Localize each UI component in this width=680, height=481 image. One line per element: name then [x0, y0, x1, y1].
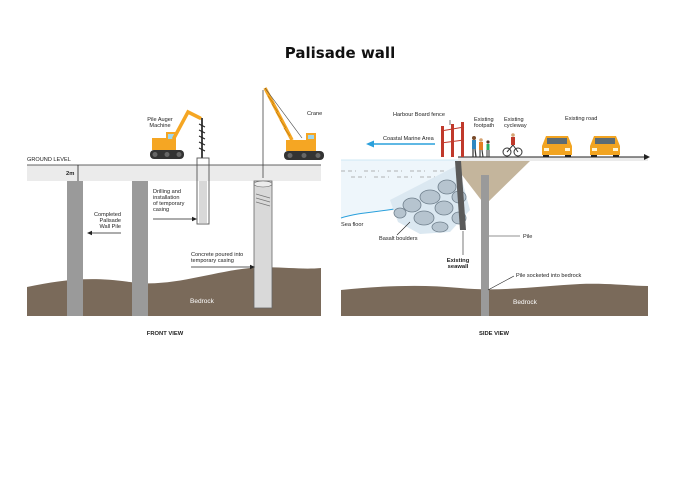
front-bedrock-label: Bedrock [190, 298, 215, 305]
fill-soil [458, 161, 530, 205]
pedestrians [472, 136, 490, 158]
sea-floor-label: Sea floor [341, 222, 364, 228]
side-bedrock-label: Bedrock [513, 299, 538, 306]
crane-label: Crane [307, 111, 322, 117]
completed-pile-label-3: Wall Pile [99, 224, 121, 230]
drilling-label-1: Drilling and [153, 189, 181, 195]
depth-marker-label: 2m [66, 171, 74, 177]
front-view-caption: FRONT VIEW [147, 331, 184, 337]
pile-auger-label-2: Machine [149, 123, 170, 129]
crane-boom [263, 87, 294, 141]
completed-pile-1 [67, 181, 83, 316]
pile-label: Pile [523, 234, 532, 240]
completed-pile-2 [132, 181, 148, 316]
coastal-marine-label: Coastal Marine Area [383, 136, 435, 142]
concrete-arrowhead [250, 264, 255, 270]
drilling-label-4: casing [153, 207, 169, 213]
completed-pile-arrowhead [87, 230, 92, 236]
crane [262, 87, 324, 178]
ground-level-label: GROUND LEVEL [27, 157, 71, 163]
auger-boom [172, 109, 202, 140]
crane-cable-back [264, 87, 303, 139]
completed-pile-label-2: Palisade [100, 218, 121, 224]
cycleway-label-2: cycleway [504, 123, 527, 129]
footpath-label-2: footpath [474, 123, 494, 129]
cyclist [502, 133, 523, 157]
pile-auger-label-1: Pile Auger [147, 117, 173, 123]
side-view-caption: SIDE VIEW [479, 331, 509, 337]
ground-band [27, 165, 321, 181]
side-bedrock [341, 283, 648, 316]
casing-top [253, 180, 273, 188]
drilling-label-3: of temporary [153, 201, 185, 207]
concrete-label-1: Concrete poured into [191, 252, 243, 258]
car-right [590, 136, 620, 157]
drilling-label-2: installation [153, 195, 179, 201]
drilling-arrowhead [192, 216, 197, 222]
pile-socketed-label: Pile socketed into bedrock [516, 273, 582, 279]
drilling-hole [199, 181, 207, 223]
seawall-label-2: seawall [448, 264, 469, 270]
basalt-boulders-label: Basalt boulders [379, 236, 418, 242]
side-view: Bedrock Coastal Marine Area Harbour Boar… [340, 112, 650, 337]
casing-helix [255, 193, 271, 207]
car-left [542, 136, 572, 157]
footpath-label-1: Existing [474, 117, 494, 123]
existing-road-label: Existing road [565, 116, 597, 122]
front-bedrock [27, 267, 321, 316]
harbour-fence-label: Harbour Board fence [393, 112, 445, 118]
front-view: GROUND LEVEL 2m Bedrock Completed Palisa… [27, 87, 324, 337]
road-deck [458, 157, 648, 161]
pile-auger-machine [150, 109, 206, 159]
side-pile [481, 175, 489, 316]
harbour-fence [440, 122, 465, 157]
concrete-label-2: temporary casing [191, 258, 234, 264]
seawall-label-1: Existing [447, 258, 470, 264]
crane-body [286, 140, 316, 151]
existing-seawall [455, 161, 466, 230]
cycleway-label-1: Existing [504, 117, 524, 123]
diagram-title: Palisade wall [285, 44, 395, 62]
completed-pile-label-1: Completed [94, 212, 121, 218]
